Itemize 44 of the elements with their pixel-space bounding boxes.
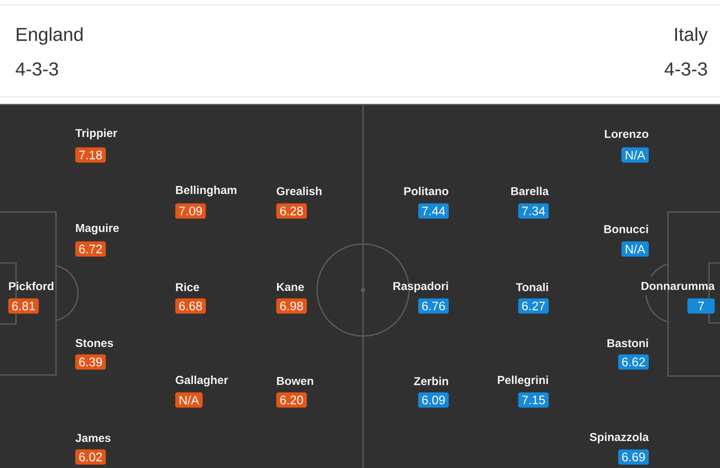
team-name: England [16,27,83,45]
rating-badge: 6.68 [175,298,206,314]
rating-badge: 7.34 [518,203,549,219]
player-name: Pickford [9,282,54,290]
player-name: Tonali [516,282,548,292]
rating-badge: 6.98 [276,298,307,314]
rating-badge: 6.76 [418,298,449,314]
rating-badge: 6.72 [75,241,106,257]
rating-badge: 6.20 [276,392,307,408]
player-name: Stones [76,338,114,348]
player-name: James [75,434,110,442]
rating-badge: 6.81 [8,298,39,314]
rating-badge: 7.44 [418,203,449,219]
player-name: Bonucci [604,224,648,234]
player-name: Pellegrini [498,376,548,386]
rating-badge: 7.09 [175,203,206,219]
player-name: Bastoni [607,338,648,348]
rating-badge: 6.27 [518,298,549,314]
player-name: Bowen [277,377,314,385]
rating-badge: 6.69 [618,449,649,465]
player-name: Grealish [276,186,322,196]
rating-badge: 7.15 [518,392,549,408]
player-name: Rice [176,282,200,292]
player-name: Raspadori [393,282,448,292]
rating-badge: 6.28 [276,203,307,219]
rating-badge: 6.02 [75,449,106,465]
rating-badge: 7.18 [75,147,106,163]
formation-label: 4-3-3 [664,62,707,76]
player-name: Bellingham [176,186,236,196]
player-name: Trippier [75,128,118,140]
player-name: Kane [277,283,304,291]
team-name: Italy [675,27,708,45]
player-name: Lorenzo [604,130,648,138]
formation-label: 4-3-3 [16,62,58,76]
player-name: Barella [511,186,549,196]
rating-badge: 6.62 [618,354,649,370]
player-name: Maguire [76,224,119,234]
player-name: Donnarumma [642,282,715,290]
player-name: Gallagher [176,376,228,386]
player-name: Politano [404,186,448,196]
player-name: Zerbin [414,376,448,386]
player-name: Spinazzola [590,432,649,444]
rating-badge: 6.39 [75,354,106,370]
rating-badge: 6.09 [418,392,449,408]
